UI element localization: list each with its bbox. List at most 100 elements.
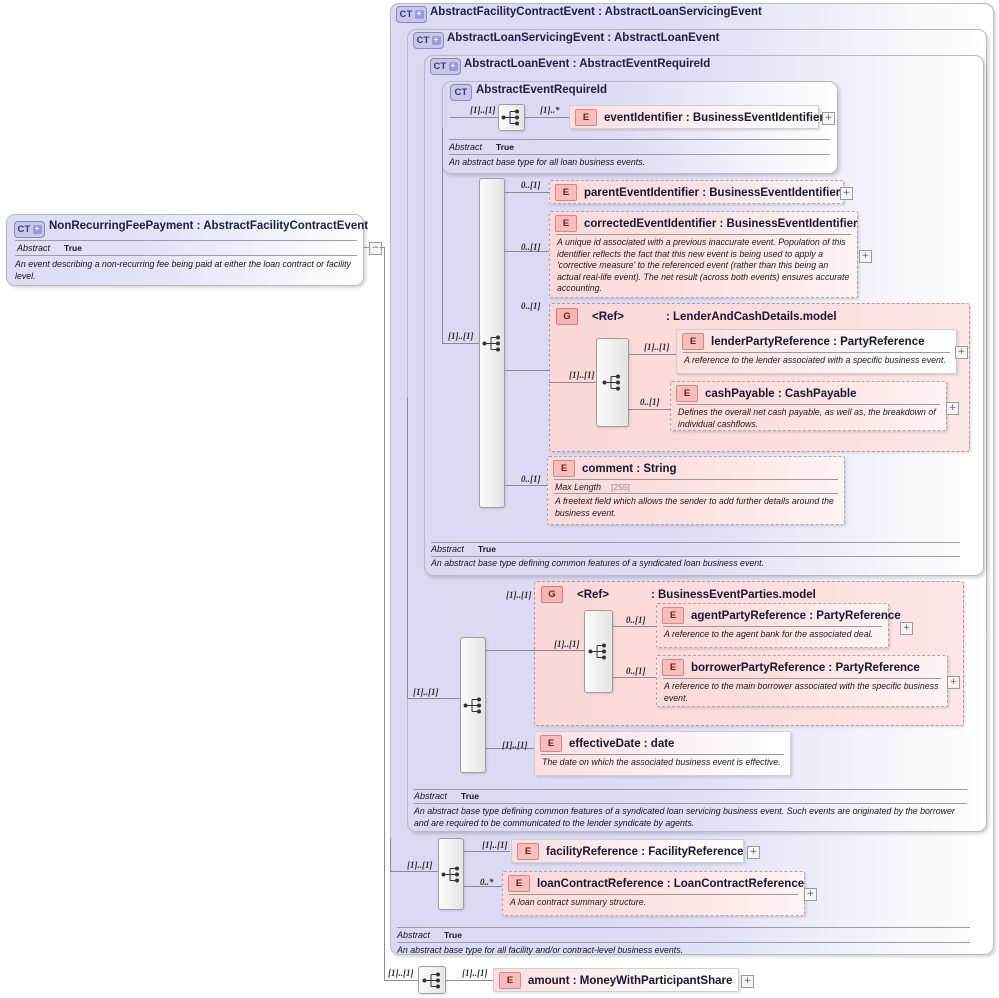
expander-facility-reference[interactable]: + (747, 846, 760, 859)
sequence-icon (422, 972, 440, 988)
element-borrower-party-reference[interactable]: E borrowerPartyReference : PartyReferenc… (656, 655, 948, 707)
connector (629, 409, 670, 410)
connector (505, 485, 549, 486)
expander-loan-contract-reference[interactable]: + (804, 888, 817, 901)
sequence-compositor-afce[interactable] (438, 838, 464, 910)
element-lender-party-reference[interactable]: E lenderPartyReference : PartyReference … (676, 329, 957, 374)
ct-badge-ale-label: CT (433, 61, 447, 72)
element-badge: E (575, 109, 597, 126)
abstract-label: Abstract (449, 142, 483, 152)
cardinality-seq-afce: [1]..[1] (407, 860, 433, 870)
cardinality-event-identifier: [1]..* (540, 105, 560, 115)
divider (663, 678, 941, 679)
ct-badge-alse: CT+ (413, 32, 444, 49)
element-badge: E (682, 333, 704, 350)
element-badge: E (662, 607, 684, 624)
connector (407, 698, 465, 699)
expander-borrower-party-reference[interactable]: + (947, 676, 960, 689)
collapse-toggle[interactable]: − (369, 242, 382, 255)
sequence-compositor-lender[interactable] (596, 338, 629, 427)
cardinality-lender-cash-group: 0..[1] (521, 301, 541, 311)
connector (525, 117, 569, 118)
divider (397, 927, 970, 928)
element-name: cashPayable : CashPayable (705, 387, 857, 400)
element-badge: E (508, 875, 530, 892)
element-parent-event-identifier[interactable]: E parentEventIdentifier : BusinessEventI… (549, 180, 844, 204)
connector (464, 851, 510, 852)
plus-icon: + (902, 623, 911, 633)
element-badge: E (555, 215, 577, 232)
element-annotation: A reference to the agent bank for the as… (664, 629, 873, 639)
abstract-row-afce: Abstract True (397, 930, 462, 940)
connector (442, 343, 479, 344)
plus-icon: + (414, 10, 424, 19)
facet-label: Max Length (555, 482, 601, 492)
cardinality-seq-aeri: [1]..[1] (470, 105, 496, 115)
abstract-value: True (478, 544, 496, 554)
element-name: amount : MoneyWithParticipantShare (528, 974, 733, 987)
cardinality-corrected-event-identifier: 0..[1] (521, 242, 541, 252)
element-event-identifier[interactable]: E eventIdentifier : BusinessEventIdentif… (569, 105, 824, 129)
divider (449, 154, 830, 155)
abstract-label: Abstract (431, 544, 465, 554)
cardinality-facility-reference: [1]..[1] (482, 840, 508, 850)
element-name: borrowerPartyReference : PartyReference (691, 661, 920, 674)
sequence-compositor-ale[interactable] (479, 178, 505, 508)
element-badge: E (555, 184, 577, 201)
connector (486, 650, 534, 651)
element-name: loanContractReference : LoanContractRefe… (537, 877, 805, 890)
divider (397, 942, 970, 943)
cardinality-amount: [1]..[1] (462, 968, 488, 978)
expander-lender-party-reference[interactable]: + (955, 346, 968, 359)
element-cash-payable[interactable]: E cashPayable : CashPayable Defines the … (670, 381, 947, 431)
divider (414, 803, 967, 804)
element-name: agentPartyReference : PartyReference (691, 609, 901, 622)
sequence-icon (602, 374, 620, 391)
cardinality-business-event-parties-group: [1]..[1] (506, 590, 532, 600)
annotation-afce: An abstract base type for all facility a… (397, 945, 684, 955)
title-afce: AbstractFacilityContractEvent : Abstract… (430, 6, 762, 18)
expander-event-identifier[interactable]: + (822, 112, 835, 125)
root-type-card[interactable]: CT+ NonRecurringFeePayment : AbstractFac… (6, 214, 368, 286)
element-effective-date[interactable]: E effectiveDate : date The date on which… (534, 731, 791, 776)
abstract-value: True (444, 930, 462, 940)
plus-icon: + (431, 36, 441, 45)
sequence-compositor-bep[interactable] (584, 610, 613, 693)
divider (431, 556, 960, 557)
element-badge: E (662, 659, 684, 676)
plus-icon: + (861, 251, 870, 261)
element-amount[interactable]: E amount : MoneyWithParticipantShare (493, 968, 739, 992)
divider (509, 894, 798, 895)
cardinality-seq-bep: [1]..[1] (554, 639, 580, 649)
element-annotation: Defines the overall net cash payable, as… (678, 407, 936, 429)
sequence-compositor-alse[interactable] (460, 637, 486, 773)
cardinality-agent-party-reference: 0..[1] (626, 615, 646, 625)
element-loan-contract-reference[interactable]: E loanContractReference : LoanContractRe… (502, 871, 805, 916)
plus-icon: + (448, 62, 458, 71)
abstract-label: Abstract (397, 930, 431, 940)
expander-cash-payable[interactable]: + (946, 402, 959, 415)
cardinality-parent-event-identifier: 0..[1] (521, 180, 541, 190)
group-ref: <Ref> (592, 310, 624, 323)
cardinality-lender-party-reference: [1]..[1] (644, 342, 670, 352)
element-comment[interactable]: E comment : String Max Length[255] A fre… (547, 456, 845, 525)
connector (464, 886, 502, 887)
element-corrected-event-identifier[interactable]: E correctedEventIdentifier : BusinessEve… (549, 211, 858, 298)
expander-amount[interactable]: + (741, 975, 754, 988)
cardinality-seq-root: [1]..[1] (388, 968, 414, 978)
divider (541, 754, 784, 755)
connector (505, 370, 549, 371)
expander-corrected-event-identifier[interactable]: + (859, 250, 872, 263)
sequence-compositor-aeri[interactable] (498, 104, 525, 131)
element-agent-party-reference[interactable]: E agentPartyReference : PartyReference A… (656, 603, 901, 648)
expander-parent-event-identifier[interactable]: + (840, 187, 853, 200)
divider (554, 479, 838, 480)
cardinality-effective-date: [1]..[1] (502, 740, 528, 750)
plus-icon: + (749, 847, 758, 857)
element-facility-reference[interactable]: E facilityReference : FacilityReference (511, 839, 744, 863)
expander-agent-party-reference[interactable]: + (900, 622, 913, 635)
sequence-compositor-root[interactable] (418, 966, 446, 994)
title-ale: AbstractLoanEvent : AbstractEventRequire… (464, 58, 711, 70)
